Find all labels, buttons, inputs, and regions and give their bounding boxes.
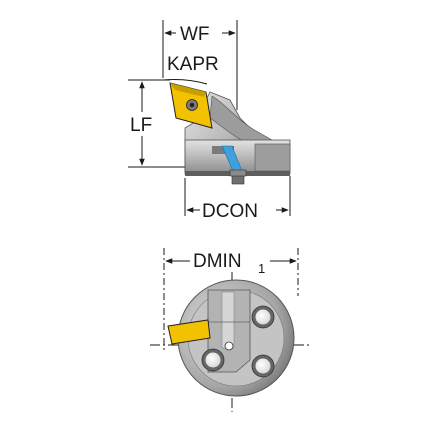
side-view: WF KAPR LF DCON — [128, 20, 291, 222]
clamp-screw — [231, 174, 245, 185]
mounting-holes — [201, 305, 275, 378]
dmin-label: DMIN — [193, 251, 242, 272]
lf-label: LF — [130, 115, 152, 136]
dcon-label: DCON — [202, 201, 258, 222]
kapr-label: KAPR — [167, 54, 219, 75]
wf-label: WF — [180, 24, 210, 45]
coupling-step — [254, 143, 291, 172]
dmin-subscript: 1 — [258, 261, 265, 276]
clamp-slot — [212, 146, 234, 154]
front-view: DMIN 1 — [150, 248, 312, 412]
center-pin — [224, 341, 234, 351]
insert-front — [167, 319, 211, 345]
